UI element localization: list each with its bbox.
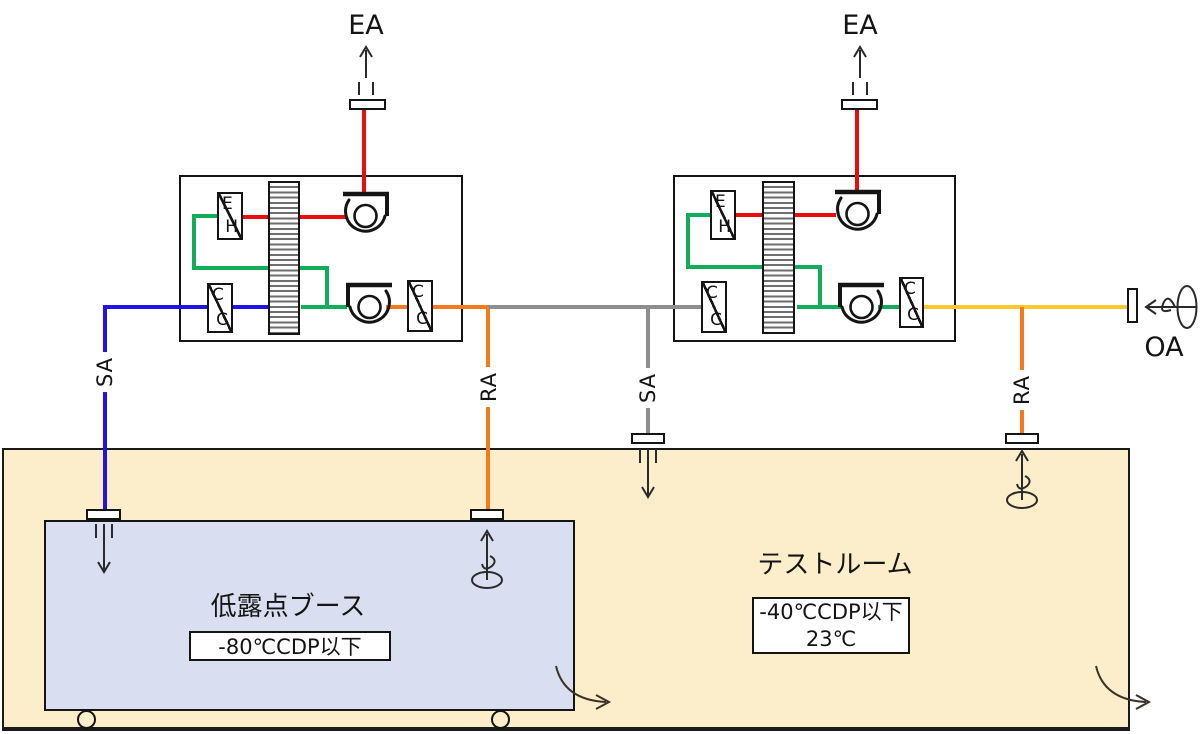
pipe-sa-booth-v [103, 305, 107, 509]
booth-spec: -80℃CDP以下 [218, 635, 362, 659]
duct-flange [841, 99, 878, 110]
pipe-regen-right [688, 213, 712, 217]
pipe-ra-booth-h [386, 305, 490, 309]
heater-letter-top: E [222, 194, 233, 214]
test-room-spec-line2: 23℃ [805, 626, 857, 651]
pipe-exhaust-right-riser [855, 108, 859, 192]
desiccant-rotor [268, 181, 300, 335]
pipe-oa [922, 305, 1128, 309]
pipe-regen-left [192, 266, 329, 270]
ahu-right [673, 175, 956, 342]
heater-letter-top: E [715, 192, 726, 212]
airflow-leak-arrow-icon [555, 665, 612, 710]
desiccant-rotor [762, 181, 795, 334]
pipe-sa-room-h [488, 305, 703, 309]
coil-letter-bottom: C [416, 309, 428, 329]
cooling-coil-box: C C [701, 281, 727, 333]
up-arrow-icon [852, 45, 868, 95]
pipe-regen-left [194, 214, 219, 218]
duct-flange [631, 433, 665, 444]
coil-letter-bottom: C [216, 310, 228, 330]
caster-wheel-icon [491, 710, 510, 729]
caster-wheel-icon [77, 710, 96, 729]
supply-air-arrows-icon [95, 524, 113, 574]
pipe-regen-left [301, 305, 347, 309]
coil-letter-top: C [904, 279, 916, 299]
airflow-leak-arrow-icon [1095, 665, 1152, 710]
duct-flange [349, 99, 386, 110]
coil-letter-top: C [706, 283, 718, 303]
ra-room-label: RA [1010, 369, 1034, 411]
ea-label-left: EA [348, 10, 384, 41]
duct-flange [470, 509, 504, 520]
duct-flange [1127, 288, 1138, 323]
supply-air-arrows-icon [639, 449, 657, 499]
return-air-swirl-icon [471, 529, 503, 589]
duct-flange [1005, 433, 1039, 444]
fan-icon [346, 282, 392, 324]
coil-letter-top: C [212, 285, 224, 305]
fan-icon [343, 191, 389, 233]
up-arrow-icon [358, 45, 374, 95]
coil-letter-top: C [412, 282, 424, 302]
test-room-name: テストルーム [757, 550, 913, 580]
return-air-swirl-icon [1006, 449, 1038, 509]
pipe-regen-left [325, 266, 329, 309]
fan-icon [835, 189, 881, 231]
booth-name: 低露点ブース [210, 592, 366, 622]
test-room-spec-line1: -40℃CDP以下 [759, 599, 903, 624]
duct-flange [86, 509, 121, 520]
cooling-coil-box: C C [207, 283, 233, 333]
cooling-coil-box: C C [407, 280, 433, 332]
coil-letter-bottom: C [710, 310, 722, 330]
ra-booth-label: RA [477, 366, 501, 408]
pipe-regen-right [797, 305, 842, 309]
cooling-coil-box: C C [899, 277, 924, 328]
pipe-regen-right [818, 265, 822, 309]
pipe-fan-to-coil-right [878, 305, 901, 309]
ea-label-right: EA [842, 10, 878, 41]
pipe-sa-booth-h [105, 305, 270, 309]
pipe-regen-right [686, 213, 690, 269]
sa-booth-label: SA [93, 351, 117, 393]
heater-box: E H [710, 190, 736, 240]
booth-spec-box: -80℃CDP以下 [189, 631, 391, 661]
test-room-spec-box: -40℃CDP以下 23℃ [752, 597, 910, 654]
oa-label: OA [1144, 332, 1184, 363]
pipe-regen-right [686, 265, 822, 269]
heater-letter-bottom: H [718, 217, 731, 237]
heater-box: E H [217, 192, 243, 240]
pipe-regen-left [192, 214, 196, 270]
fan-icon [838, 282, 884, 324]
pipe-exhaust-left-riser [362, 108, 366, 194]
heater-letter-bottom: H [225, 217, 238, 237]
sa-room-label: SA [636, 367, 660, 409]
outside-air-arrow-icon [1144, 285, 1198, 329]
coil-letter-bottom: C [907, 305, 919, 325]
ahu-left [179, 175, 463, 342]
